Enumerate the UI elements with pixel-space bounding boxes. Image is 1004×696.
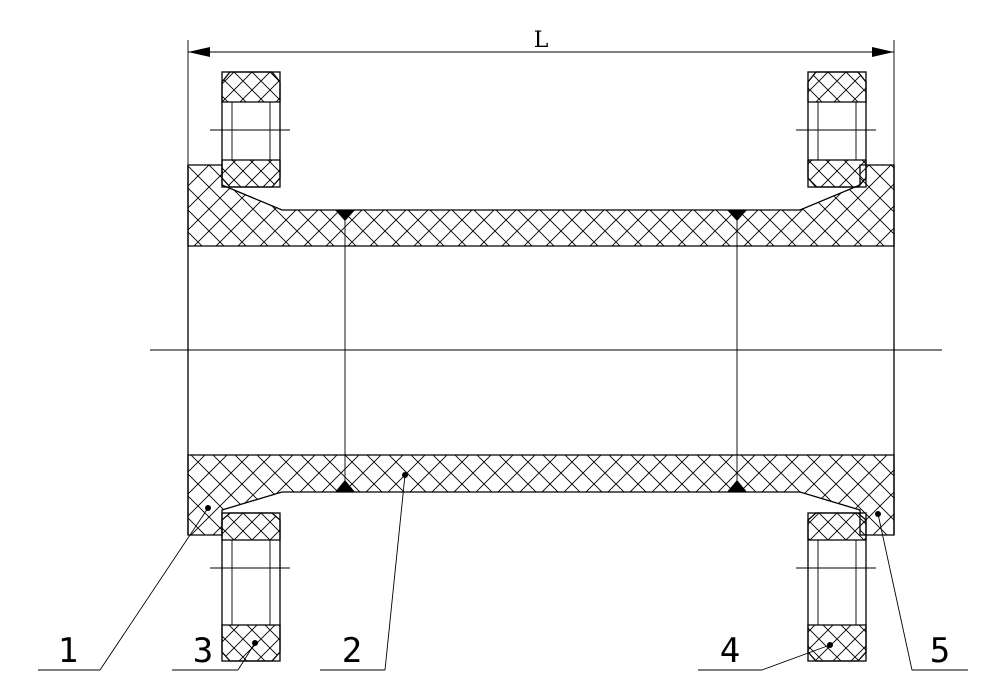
dimension-label: L (534, 28, 549, 53)
wall-lower (187, 454, 895, 536)
flange-nut-top-right (796, 71, 876, 188)
weld-mark-lower-left (335, 480, 355, 492)
flange-nut-bottom-right (796, 512, 876, 662)
flange-nut-top-left (210, 71, 290, 188)
part-number-2: 2 (342, 631, 362, 671)
part-number-1: 1 (58, 631, 78, 671)
part-callout-1: 1 (38, 505, 211, 671)
wall-upper (187, 164, 895, 247)
part-callout-3: 3 (172, 631, 258, 671)
weld-mark-upper-right (727, 210, 747, 221)
part-callout-2: 2 (320, 472, 408, 671)
part-callout-5: 5 (875, 511, 968, 671)
weld-mark-upper-left (335, 210, 355, 221)
weld-mark-lower-right (727, 480, 747, 492)
flange-nut-bottom-left (210, 512, 290, 662)
part-number-3: 3 (193, 631, 213, 671)
dimension-L: L (187, 28, 895, 165)
part-number-5: 5 (930, 631, 950, 671)
dimension-arrow-right-icon (872, 47, 894, 57)
part-number-4: 4 (720, 631, 740, 671)
part-callout-4: 4 (698, 631, 833, 671)
dimension-arrow-left-icon (188, 47, 210, 57)
